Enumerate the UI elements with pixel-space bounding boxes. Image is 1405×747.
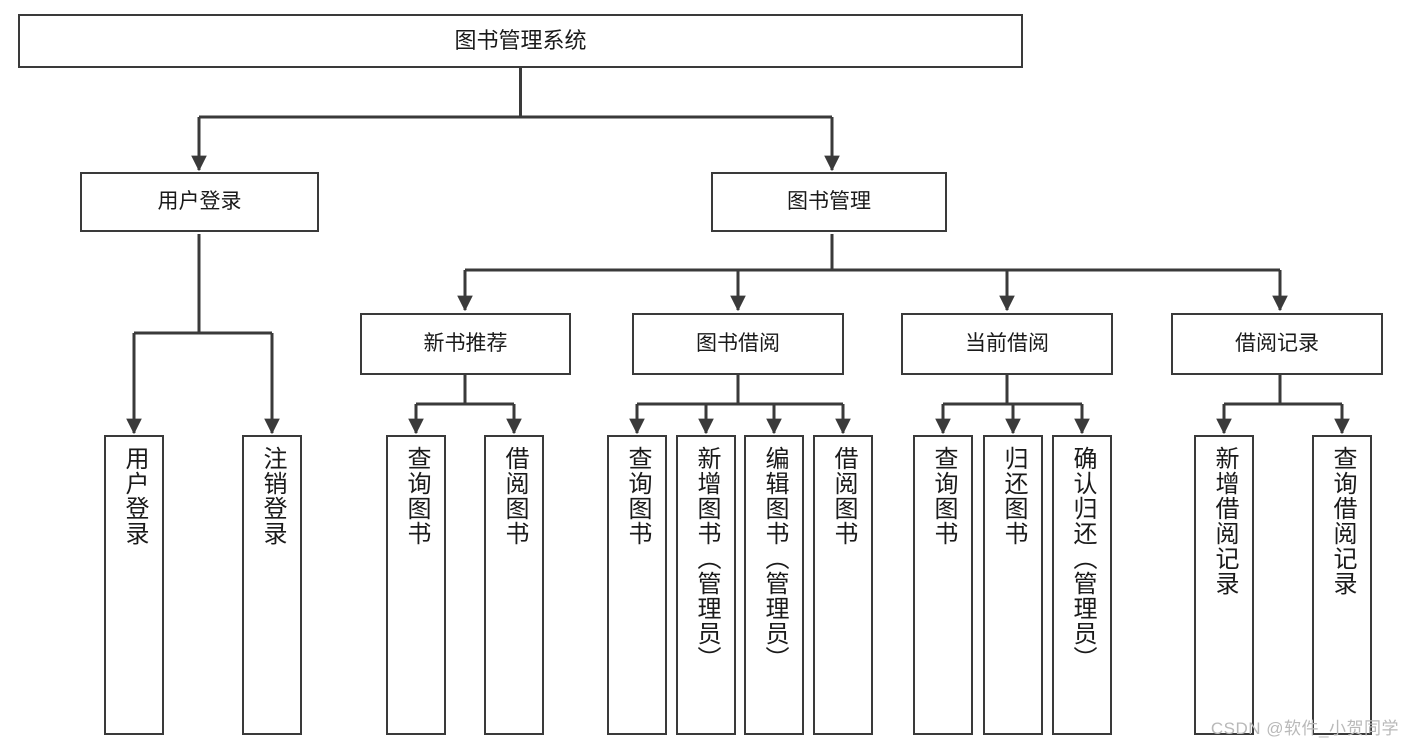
node-label: 归还图书 [1000, 446, 1027, 546]
node-label: 查询图书 [624, 446, 651, 546]
leaf-current-confirm-return-admin[interactable]: 确认归还（管理员） [1052, 435, 1112, 735]
leaf-record-query-record[interactable]: 查询借阅记录 [1312, 435, 1372, 735]
node-label: 用户登录 [121, 446, 148, 546]
node-label: 图书借阅 [696, 331, 780, 355]
node-borrow-record[interactable]: 借阅记录 [1171, 313, 1383, 375]
node-user-login[interactable]: 用户登录 [80, 172, 319, 232]
node-label: 查询借阅记录 [1329, 446, 1356, 596]
leaf-new-book-query[interactable]: 查询图书 [386, 435, 446, 735]
node-label: 查询图书 [930, 446, 957, 546]
leaf-current-query-book[interactable]: 查询图书 [913, 435, 973, 735]
node-current-borrow[interactable]: 当前借阅 [901, 313, 1113, 375]
node-label: 注销登录 [259, 446, 286, 546]
node-book-management[interactable]: 图书管理 [711, 172, 947, 232]
leaf-current-return-book[interactable]: 归还图书 [983, 435, 1043, 735]
node-new-book-recommend[interactable]: 新书推荐 [360, 313, 571, 375]
node-root-system[interactable]: 图书管理系统 [18, 14, 1023, 68]
node-label: 新增借阅记录 [1211, 446, 1238, 596]
node-book-borrow[interactable]: 图书借阅 [632, 313, 844, 375]
leaf-borrow-query-book[interactable]: 查询图书 [607, 435, 667, 735]
node-label: 确认归还（管理员） [1069, 446, 1096, 671]
node-label: 新增图书（管理员） [693, 446, 720, 671]
node-label: 查询图书 [403, 446, 430, 546]
node-label: 借阅图书 [830, 446, 857, 546]
node-label: 图书管理系统 [454, 28, 587, 54]
leaf-new-book-borrow[interactable]: 借阅图书 [484, 435, 544, 735]
node-label: 编辑图书（管理员） [761, 446, 788, 671]
node-label: 图书管理 [787, 189, 871, 213]
leaf-borrow-edit-book-admin[interactable]: 编辑图书（管理员） [744, 435, 804, 735]
leaf-user-login-signin[interactable]: 用户登录 [104, 435, 164, 735]
node-label: 借阅记录 [1235, 331, 1319, 355]
csdn-watermark: CSDN @软件_小贺同学 [1210, 719, 1399, 738]
leaf-record-add-record[interactable]: 新增借阅记录 [1194, 435, 1254, 735]
node-label: 当前借阅 [965, 331, 1049, 355]
leaf-user-login-signout[interactable]: 注销登录 [242, 435, 302, 735]
node-label: 用户登录 [157, 189, 242, 213]
leaf-borrow-borrow-book[interactable]: 借阅图书 [813, 435, 873, 735]
node-label: 新书推荐 [423, 331, 508, 355]
leaf-borrow-add-book-admin[interactable]: 新增图书（管理员） [676, 435, 736, 735]
node-label: 借阅图书 [501, 446, 528, 546]
